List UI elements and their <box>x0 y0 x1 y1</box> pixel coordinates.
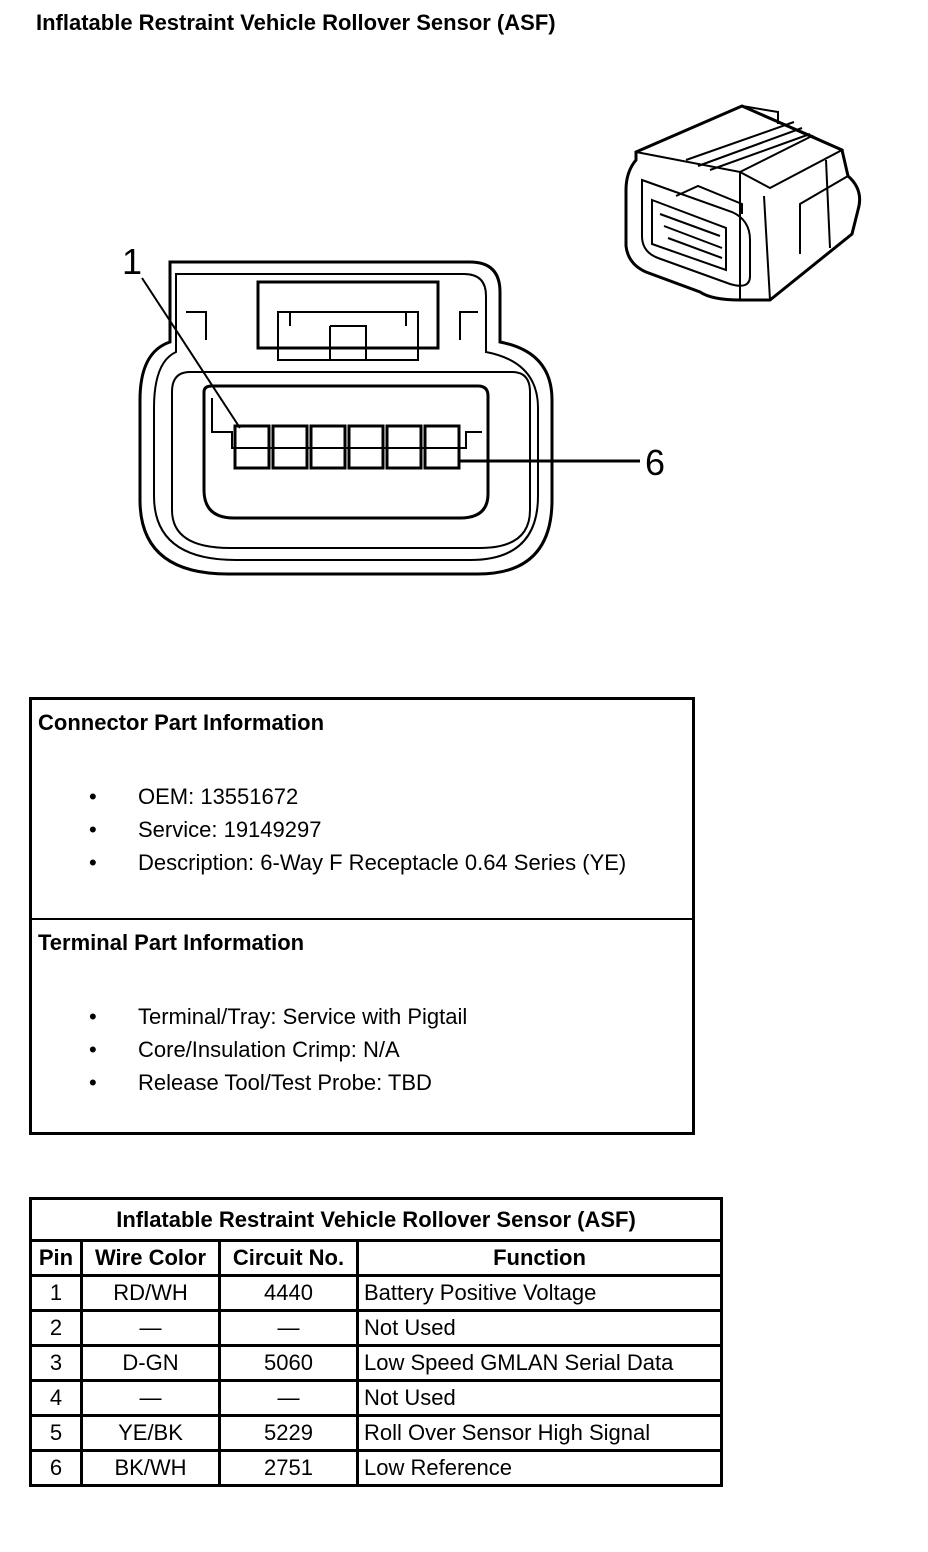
connector-info-heading: Connector Part Information <box>38 710 325 735</box>
pin-1-label: 1 <box>122 241 142 282</box>
bullet-icon: • <box>89 1037 97 1062</box>
connector-diagram: 1 6 <box>122 104 862 576</box>
connector-outer-shell <box>138 260 554 576</box>
terminal-cavity <box>202 384 490 520</box>
table-row: 1 RD/WH 4440 Battery Positive Voltage <box>29 1274 723 1312</box>
pin-table: Inflatable Restraint Vehicle Rollover Se… <box>29 1197 723 1487</box>
page-title: Inflatable Restraint Vehicle Rollover Se… <box>36 10 556 35</box>
connector-info-list: •OEM: 13551672 •Service: 19149297 •Descr… <box>32 780 626 879</box>
terminal-part-information: Terminal Part Information •Terminal/Tray… <box>32 920 692 1139</box>
table-row: 5 YE/BK 5229 Roll Over Sensor High Signa… <box>29 1414 723 1452</box>
table-row: 4 — — Not Used <box>29 1379 723 1417</box>
list-item: •Release Tool/Test Probe: TBD <box>32 1066 467 1099</box>
table-caption: Inflatable Restraint Vehicle Rollover Se… <box>29 1197 723 1242</box>
terminal-6 <box>423 424 461 470</box>
list-item: •Description: 6-Way F Receptacle 0.64 Se… <box>32 846 626 879</box>
bullet-icon: • <box>89 1004 97 1029</box>
table-row: 6 BK/WH 2751 Low Reference <box>29 1449 723 1487</box>
terminal-2 <box>271 424 309 470</box>
terminal-info-heading: Terminal Part Information <box>38 930 305 955</box>
terminal-info-list: •Terminal/Tray: Service with Pigtail •Co… <box>32 1000 467 1099</box>
table-header-row: Pin Wire Color Circuit No. Function <box>29 1239 723 1277</box>
connector-seal <box>171 371 531 549</box>
terminal-5 <box>385 424 423 470</box>
header-wire-color: Wire Color <box>80 1239 221 1277</box>
table-row: 3 D-GN 5060 Low Speed GMLAN Serial Data <box>29 1344 723 1382</box>
bullet-icon: • <box>89 784 97 809</box>
pin-6-label: 6 <box>645 442 665 483</box>
connector-latch <box>256 280 440 350</box>
connector-isometric-view <box>624 104 862 302</box>
list-item: •OEM: 13551672 <box>32 780 626 813</box>
part-information-box: Connector Part Information •OEM: 1355167… <box>29 697 695 1135</box>
header-circuit-no: Circuit No. <box>218 1239 359 1277</box>
connector-inner-shell <box>153 273 539 561</box>
pin-1-leader <box>141 277 241 429</box>
table-row: 2 — — Not Used <box>29 1309 723 1347</box>
list-item: •Core/Insulation Crimp: N/A <box>32 1033 467 1066</box>
bullet-icon: • <box>89 1070 97 1095</box>
connector-part-information: Connector Part Information •OEM: 1355167… <box>32 700 692 920</box>
terminal-4 <box>347 424 385 470</box>
bullet-icon: • <box>89 817 97 842</box>
header-function: Function <box>356 1239 723 1277</box>
bullet-icon: • <box>89 850 97 875</box>
header-pin: Pin <box>29 1239 83 1277</box>
terminal-1 <box>233 424 271 470</box>
list-item: •Terminal/Tray: Service with Pigtail <box>32 1000 467 1033</box>
terminal-3 <box>309 424 347 470</box>
list-item: •Service: 19149297 <box>32 813 626 846</box>
